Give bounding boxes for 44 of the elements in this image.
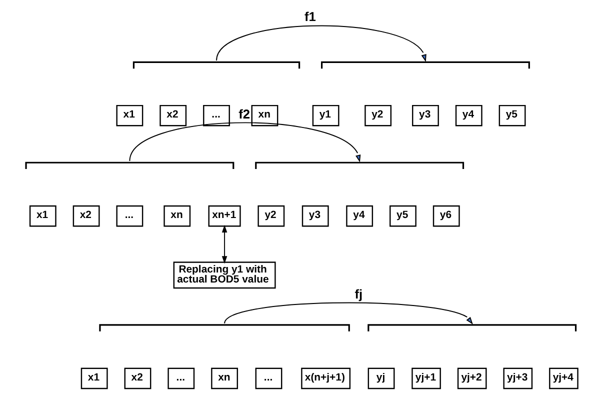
- node-box: x(n+j+1): [300, 368, 350, 390]
- node-box: xn+1: [208, 205, 240, 227]
- node-bracket: [132, 61, 300, 69]
- arrow: [216, 25, 426, 62]
- node-box: yj+4: [548, 368, 578, 390]
- arrow: [224, 302, 472, 325]
- node-bracket: [24, 162, 234, 170]
- node-box: x2: [124, 368, 151, 390]
- node-box: yj: [367, 368, 394, 390]
- node-box: ...: [254, 368, 282, 390]
- node-box: x1: [28, 205, 56, 227]
- arrow: [221, 224, 227, 264]
- node-box: x2: [72, 205, 100, 227]
- node-box: y1: [312, 104, 339, 126]
- node-bracket: [320, 61, 530, 69]
- node-box: y4: [454, 104, 482, 126]
- node-box: y5: [389, 205, 416, 227]
- node-box: ...: [116, 205, 143, 227]
- arrow: [128, 122, 360, 162]
- node-box: y4: [346, 205, 373, 227]
- node-box: y3: [301, 205, 328, 227]
- node-box: yj+2: [456, 368, 486, 390]
- node-box: xn: [210, 368, 238, 390]
- node-box: x2: [159, 104, 186, 126]
- node-box: ...: [202, 104, 230, 126]
- node-bracket: [98, 324, 350, 332]
- node-box: y5: [498, 104, 526, 126]
- node-box: y2: [364, 104, 392, 126]
- node-box: xn: [163, 205, 190, 227]
- node-box: Replacing y1 with actual BOD5 value: [172, 262, 276, 289]
- node-bracket: [254, 162, 464, 170]
- node-box: y3: [412, 104, 438, 126]
- node-box: x1: [116, 104, 143, 126]
- node-box: ...: [167, 368, 194, 390]
- node-bracket: [367, 324, 576, 332]
- node-box: yj+3: [502, 368, 532, 390]
- edge-label: f1: [304, 9, 316, 24]
- node-box: y2: [257, 205, 284, 227]
- edge-label: f2: [238, 106, 250, 122]
- node-box: x1: [80, 368, 108, 390]
- node-box: xn: [250, 104, 278, 126]
- node-box: yj+1: [411, 368, 440, 390]
- edge-label: fj: [354, 286, 362, 302]
- node-box: y6: [432, 205, 460, 227]
